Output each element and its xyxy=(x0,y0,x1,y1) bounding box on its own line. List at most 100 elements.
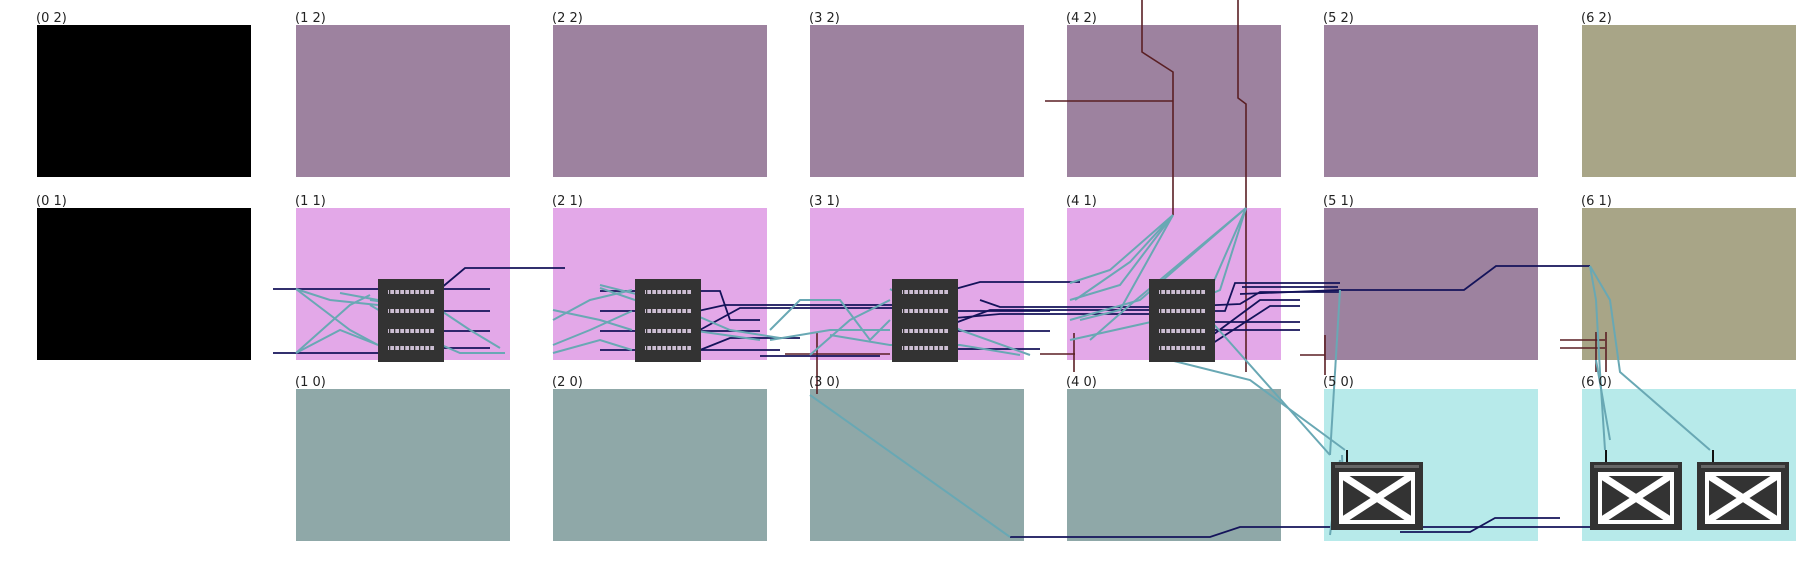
pin-row xyxy=(1159,290,1205,294)
tile-label: (4 2) xyxy=(1066,11,1097,26)
pin-gap xyxy=(933,329,935,333)
teal-wire xyxy=(1149,354,1346,451)
pin-row xyxy=(388,309,434,313)
teal-wire xyxy=(295,328,379,354)
io-block-frame xyxy=(1705,472,1781,524)
pin-row xyxy=(902,346,948,350)
pin-gap xyxy=(923,346,925,350)
pin-gap xyxy=(928,290,930,294)
pin-gap xyxy=(681,329,683,333)
pin-gap xyxy=(681,290,683,294)
pin-gap xyxy=(646,290,648,294)
pin-gap xyxy=(646,346,648,350)
pin-gap xyxy=(671,329,673,333)
wires-layer xyxy=(273,0,1711,538)
pin-gap xyxy=(938,329,940,333)
navy-wire xyxy=(1400,517,1560,533)
pin-gap xyxy=(646,329,648,333)
teal-wire xyxy=(1595,359,1611,441)
navy-wire xyxy=(697,304,900,312)
pin-row xyxy=(902,329,948,333)
pin-gap xyxy=(651,329,653,333)
pin-gap xyxy=(424,329,426,333)
io-block-frame xyxy=(1339,472,1415,524)
pin-gap xyxy=(943,290,945,294)
teal-wire xyxy=(769,299,891,342)
pin-gap xyxy=(918,309,920,313)
pin-gap xyxy=(666,329,668,333)
tile-3-0 xyxy=(810,389,1024,541)
pin-gap xyxy=(1200,329,1202,333)
tile-label: (0 1) xyxy=(36,194,67,209)
pin-row xyxy=(388,346,434,350)
crossed-box-icon xyxy=(1331,450,1423,530)
pin-gap xyxy=(656,346,658,350)
pin-gap xyxy=(681,309,683,313)
pin-gap xyxy=(933,309,935,313)
pin-gap xyxy=(1200,346,1202,350)
pin-gap xyxy=(666,346,668,350)
tile-label: (2 1) xyxy=(552,194,583,209)
pin-gap xyxy=(908,346,910,350)
pin-gap xyxy=(923,329,925,333)
pin-gap xyxy=(1180,290,1182,294)
tile-label: (5 0) xyxy=(1323,375,1354,390)
teal-wire xyxy=(1069,207,1247,341)
pin-gap xyxy=(646,309,648,313)
tile-1-0 xyxy=(296,389,510,541)
pin-row xyxy=(645,346,691,350)
pin-row xyxy=(388,329,434,333)
pin-gap xyxy=(1200,309,1202,313)
pin-gap xyxy=(903,309,905,313)
teal-wire xyxy=(1089,207,1247,341)
pin-gap xyxy=(1180,329,1182,333)
tile-2-0 xyxy=(553,389,767,541)
tile-label: (6 1) xyxy=(1581,194,1612,209)
pin-gap xyxy=(389,309,391,313)
pin-gap xyxy=(928,346,930,350)
pin-gap xyxy=(1185,329,1187,333)
crossed-box-icon xyxy=(1697,450,1789,530)
teal-wire xyxy=(809,394,1011,538)
tile-5-2 xyxy=(1324,25,1538,177)
tile-label: (3 0) xyxy=(809,375,840,390)
tile-label: (5 1) xyxy=(1323,194,1354,209)
pin-gap xyxy=(661,309,663,313)
pin-gap xyxy=(1190,290,1192,294)
pin-gap xyxy=(429,346,431,350)
pin-gap xyxy=(943,346,945,350)
tile-3-2 xyxy=(810,25,1024,177)
pin-gap xyxy=(409,329,411,333)
teal-wire xyxy=(295,294,371,354)
pin-gap xyxy=(394,346,396,350)
tile-label: (4 0) xyxy=(1066,375,1097,390)
tile-label: (3 1) xyxy=(809,194,840,209)
teal-wire xyxy=(1079,214,1174,321)
teal-wire xyxy=(809,299,891,356)
pin-gap xyxy=(419,346,421,350)
pin-gap xyxy=(681,346,683,350)
pin-gap xyxy=(943,329,945,333)
maroon-wire xyxy=(1141,0,1174,215)
navy-wire xyxy=(979,299,1150,308)
pin-gap xyxy=(676,290,678,294)
pin-gap xyxy=(1185,309,1187,313)
tile-label: (6 2) xyxy=(1581,11,1612,26)
pin-gap xyxy=(1190,329,1192,333)
tile-label: (3 2) xyxy=(809,11,840,26)
teal-wire xyxy=(552,310,633,346)
pin-gap xyxy=(913,329,915,333)
tile-label: (5 2) xyxy=(1323,11,1354,26)
pin-gap xyxy=(1195,290,1197,294)
switch-block xyxy=(1149,279,1215,362)
pin-row xyxy=(1159,346,1205,350)
pin-gap xyxy=(671,290,673,294)
pin-gap xyxy=(429,290,431,294)
io-block-top xyxy=(1594,465,1678,468)
pin-gap xyxy=(686,290,688,294)
pin-gap xyxy=(1180,346,1182,350)
pin-gap xyxy=(1190,309,1192,313)
pin-gap xyxy=(419,290,421,294)
pin-gap xyxy=(1190,346,1192,350)
